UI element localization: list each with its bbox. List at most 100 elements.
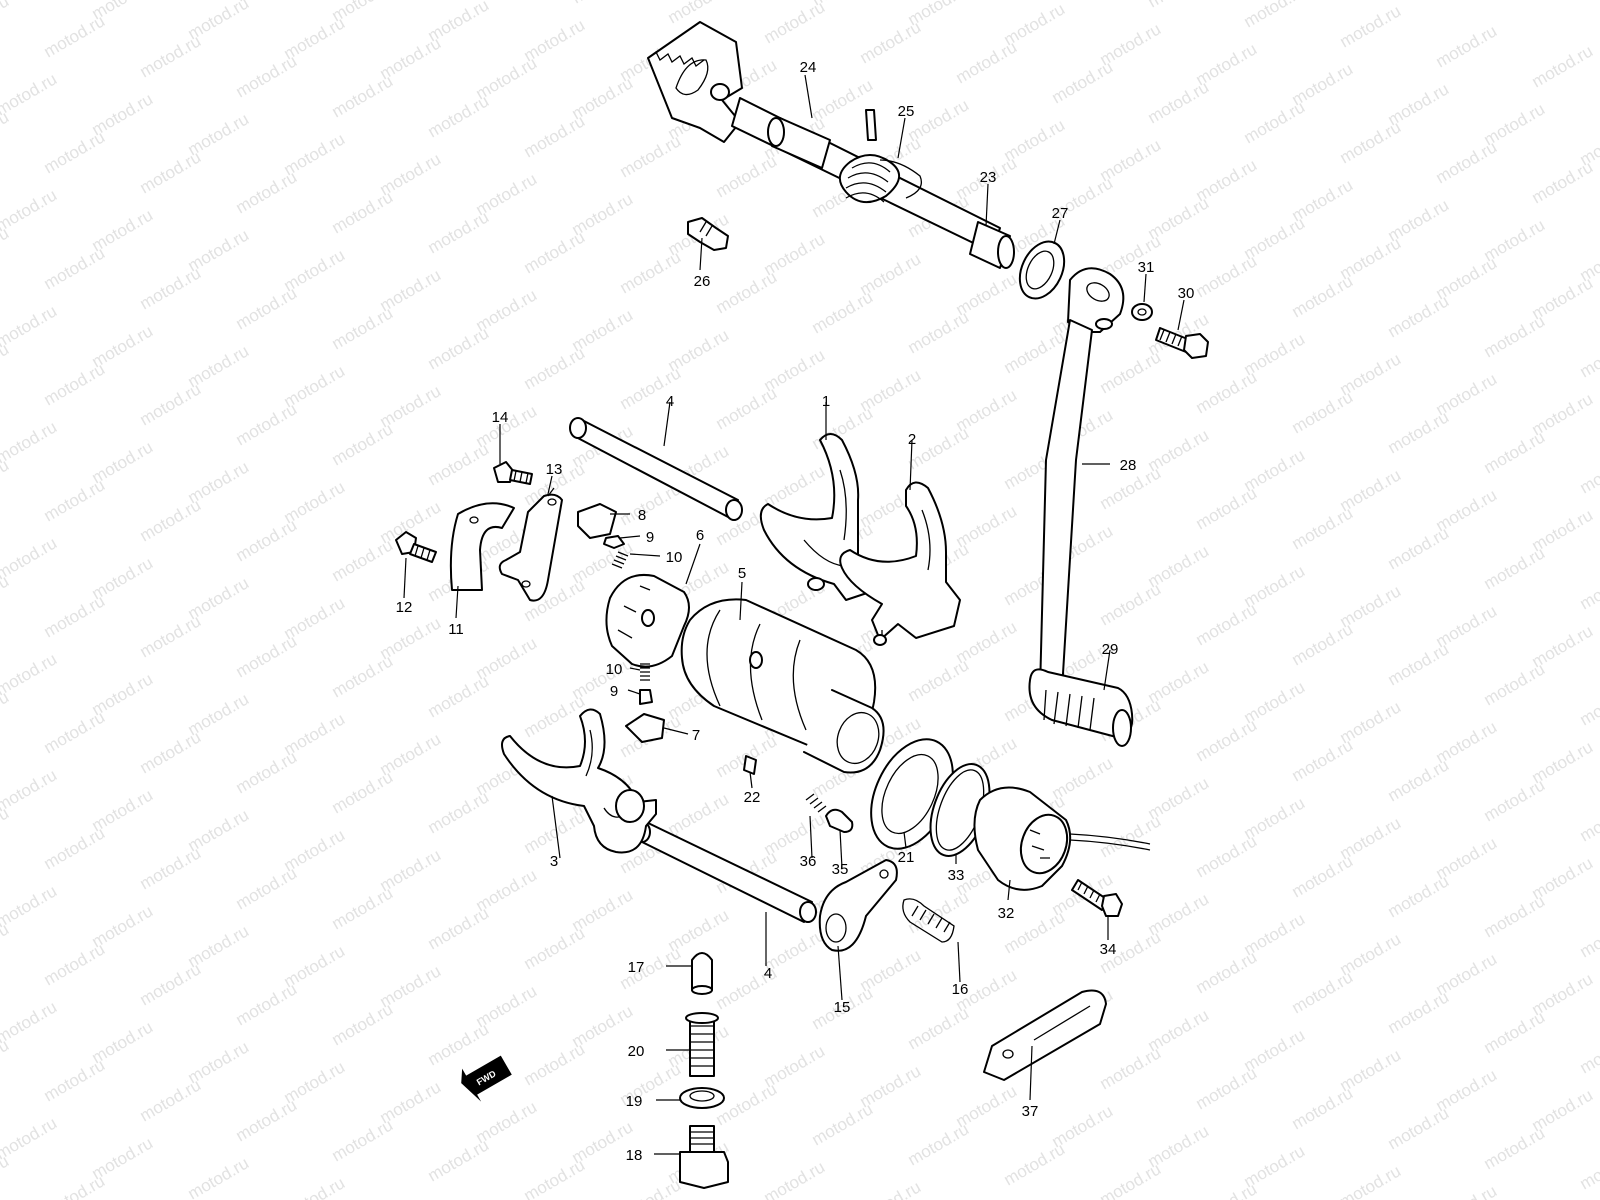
watermark-text: motod.ru <box>761 1157 829 1200</box>
callout-19: 19 <box>626 1093 643 1110</box>
watermark-text: motod.ru <box>521 923 589 973</box>
watermark-text: motod.ru <box>233 979 301 1029</box>
watermark-text: motod.ru <box>0 455 12 505</box>
watermark-text: motod.ru <box>1289 851 1357 901</box>
watermark-text: motod.ru <box>1241 97 1309 147</box>
screw-14 <box>493 461 533 485</box>
contact-35 <box>825 808 854 833</box>
watermark-text: motod.ru <box>1433 21 1501 71</box>
plate-7 <box>625 713 665 743</box>
shift-drum-5 <box>680 598 885 774</box>
screw-12 <box>395 531 437 563</box>
callout-32: 32 <box>998 905 1015 922</box>
watermark-text: motod.ru <box>1577 563 1600 613</box>
watermark-text: motod.ru <box>0 687 12 737</box>
watermark-text: motod.ru <box>281 1173 349 1200</box>
watermark-text: motod.ru <box>233 747 301 797</box>
watermark-text: motod.ru <box>233 863 301 913</box>
callout-10-lower: 10 <box>606 661 623 678</box>
watermark-text: motod.ru <box>857 1177 925 1200</box>
spring-20 <box>685 1012 719 1077</box>
watermark-text: motod.ru <box>1337 1161 1405 1200</box>
watermark-text: motod.ru <box>953 37 1021 87</box>
watermark-text: motod.ru <box>425 787 493 837</box>
watermark-text: motod.ru <box>521 691 589 741</box>
watermark-text: motod.ru <box>1145 77 1213 127</box>
watermark-text: motod.ru <box>425 439 493 489</box>
callout-36: 36 <box>800 853 817 870</box>
watermark-text: motod.ru <box>1481 1123 1549 1173</box>
watermark-text: motod.ru <box>425 903 493 953</box>
washer-19 <box>679 1087 725 1109</box>
watermark-text: motod.ru <box>1337 1 1405 51</box>
callout-13: 13 <box>546 461 563 478</box>
shift-fork-3 <box>501 708 657 854</box>
callout-28: 28 <box>1120 457 1137 474</box>
watermark-text: motod.ru <box>41 243 109 293</box>
watermark-text: motod.ru <box>0 339 12 389</box>
callout-20: 20 <box>628 1043 645 1060</box>
callout-25: 25 <box>898 103 915 120</box>
watermark-text: motod.ru <box>569 0 637 7</box>
watermark-text: motod.ru <box>1385 407 1453 457</box>
watermark-text: motod.ru <box>521 1155 589 1200</box>
pin-26 <box>687 217 729 251</box>
watermark-text: motod.ru <box>1481 1007 1549 1057</box>
pin-9-upper <box>603 535 625 549</box>
watermark-text: motod.ru <box>1577 331 1600 381</box>
watermark-text: motod.ru <box>233 167 301 217</box>
watermark-text: motod.ru <box>0 803 12 853</box>
plug-18 <box>679 1125 729 1189</box>
watermark-text: motod.ru <box>617 943 685 993</box>
watermark-text: motod.ru <box>329 999 397 1049</box>
watermark-text: motod.ru <box>1193 1179 1261 1200</box>
watermark-text: motod.ru <box>0 1035 12 1085</box>
watermark-text: motod.ru <box>1481 891 1549 941</box>
callout-35: 35 <box>832 861 849 878</box>
callout-23: 23 <box>980 169 997 186</box>
watermark-text: motod.ru <box>0 649 60 699</box>
callout-4-lower: 4 <box>764 965 772 982</box>
shift-cam-6 <box>605 574 690 668</box>
watermark-text: motod.ru <box>137 147 205 197</box>
watermark-text: motod.ru <box>425 671 493 721</box>
watermark-text: motod.ru <box>329 535 397 585</box>
callout-37: 37 <box>1022 1103 1039 1120</box>
watermark-text: motod.ru <box>41 359 109 409</box>
shift-fork-2 <box>839 481 961 646</box>
watermark-text: motod.ru <box>1337 117 1405 167</box>
pin-9-lower <box>639 689 653 705</box>
watermark-text: motod.ru <box>1241 0 1309 31</box>
callout-2: 2 <box>908 431 916 448</box>
watermark-text: motod.ru <box>137 959 205 1009</box>
watermark-text: motod.ru <box>329 187 397 237</box>
watermark-text: motod.ru <box>329 767 397 817</box>
fork-shaft-upper-4 <box>569 417 743 521</box>
watermark-text: motod.ru <box>329 419 397 469</box>
watermark-text: motod.ru <box>41 1055 109 1105</box>
watermark-text: motod.ru <box>1577 911 1600 961</box>
watermark-text: motod.ru <box>521 343 589 393</box>
leader-lines <box>403 74 1185 1155</box>
watermark-text: motod.ru <box>41 591 109 641</box>
watermark-text: motod.ru <box>1193 715 1261 765</box>
neutral-contact-17 <box>691 952 713 995</box>
watermark-text: motod.ru <box>1481 775 1549 825</box>
watermark-text: motod.ru <box>521 227 589 277</box>
watermark-text: motod.ru <box>329 303 397 353</box>
watermark-text: motod.ru <box>1097 579 1165 629</box>
watermark-text: motod.ru <box>1481 427 1549 477</box>
callout-3: 3 <box>550 853 558 870</box>
watermark-text: motod.ru <box>1433 1181 1501 1200</box>
callout-8: 8 <box>638 507 646 524</box>
watermark-text: motod.ru <box>425 323 493 373</box>
watermark-text: motod.ru <box>761 0 829 47</box>
watermark-text: motod.ru <box>713 1079 781 1129</box>
watermark-text: motod.ru <box>1049 57 1117 107</box>
watermark-text: motod.ru <box>137 1075 205 1125</box>
callout-5: 5 <box>738 565 746 582</box>
watermark-text: motod.ru <box>41 475 109 525</box>
watermark-text: motod.ru <box>0 1113 60 1163</box>
watermark-text: motod.ru <box>41 127 109 177</box>
